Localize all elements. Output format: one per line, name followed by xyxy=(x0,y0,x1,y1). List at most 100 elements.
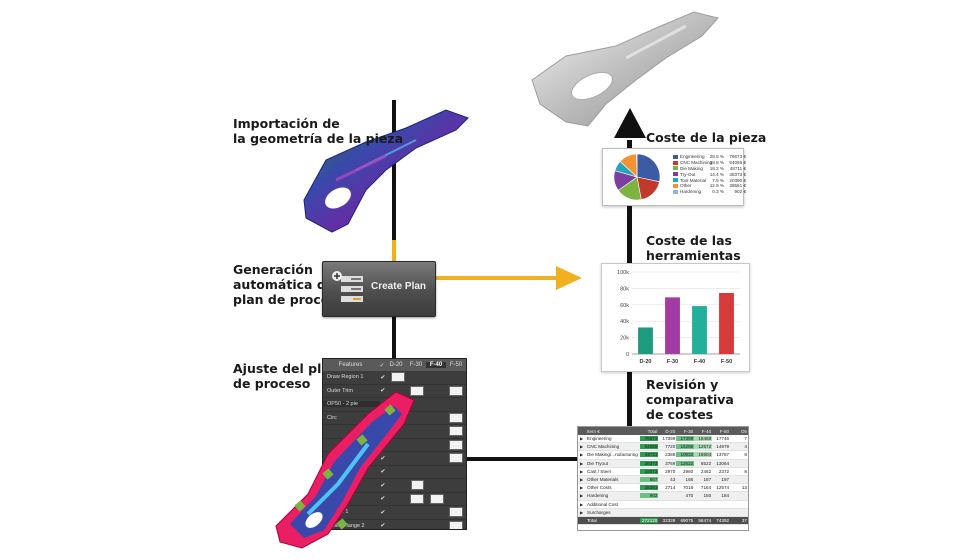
import-label-line1: Importación de xyxy=(233,116,340,131)
feature-check-icon[interactable]: ✔ xyxy=(380,455,386,462)
feature-op-cell[interactable] xyxy=(410,385,425,396)
feature-row[interactable]: ✔ xyxy=(323,466,466,479)
expand-triangle-icon[interactable]: ▶ xyxy=(580,444,584,450)
feature-op-cell[interactable] xyxy=(410,480,425,491)
feature-op-cell[interactable] xyxy=(427,467,446,477)
expand-triangle-icon[interactable]: ▶ xyxy=(580,493,584,499)
feature-check-icon[interactable]: ✔ xyxy=(380,509,386,516)
cost-row-label: ▶Die Tryout xyxy=(578,461,640,466)
expand-triangle-icon[interactable]: ▶ xyxy=(580,485,584,491)
cost-row-label: Total xyxy=(578,518,640,523)
features-col-f50[interactable]: F-50 xyxy=(449,362,463,368)
cost-table-header-cell[interactable]: D-20 xyxy=(665,428,676,434)
feature-check-icon[interactable]: ✔ xyxy=(380,496,386,503)
feature-row[interactable]: Draw Region 1✔ xyxy=(323,371,466,385)
expand-triangle-icon[interactable]: ▶ xyxy=(580,501,584,507)
generation-label-line1: Generación xyxy=(233,262,313,277)
feature-op-cell[interactable] xyxy=(447,372,466,382)
feature-op-cell[interactable] xyxy=(449,507,463,518)
cost-cell: 32339 xyxy=(662,517,676,523)
cost-table-header-cell[interactable]: F-50 xyxy=(719,428,730,434)
feature-op-cell[interactable] xyxy=(447,467,466,477)
feature-op-cell[interactable] xyxy=(427,413,446,423)
cost-cell: 18573 xyxy=(640,468,659,474)
feature-op-cell[interactable] xyxy=(427,453,446,463)
cost-table-header-cell[interactable]: Total xyxy=(647,428,658,434)
cost-cell: 2970 xyxy=(665,468,676,474)
cost-cell: 14979 xyxy=(716,444,730,450)
cost-comparison-table: Item € Total D-20 F-30 F-40 F-50 O5 ▶Engineeri… xyxy=(577,426,749,531)
features-header: Features ✓ D-20 F-30 F-40 F-50 xyxy=(323,359,466,371)
feature-check-icon[interactable]: ✔ xyxy=(380,388,386,395)
feature-op-cell[interactable] xyxy=(427,440,446,450)
legend-swatch xyxy=(673,189,678,194)
cost-table-header-cell[interactable]: O5 xyxy=(740,428,747,434)
feature-op-cell[interactable] xyxy=(447,494,466,504)
cost-cell: 12522 xyxy=(676,460,695,466)
expand-triangle-icon[interactable]: ▶ xyxy=(580,460,584,466)
features-header-title[interactable]: Features xyxy=(338,362,363,368)
features-col-f30[interactable]: F-30 xyxy=(409,362,423,368)
feature-op-cell[interactable] xyxy=(447,480,466,490)
cost-row-label: ▶Other Materials xyxy=(578,477,640,482)
cost-row-name: Die Tryout xyxy=(587,460,608,466)
feature-op-cell[interactable] xyxy=(427,426,446,436)
feature-check-icon[interactable]: ✔ xyxy=(380,523,386,530)
feature-op-cell[interactable] xyxy=(427,521,446,529)
expand-triangle-icon[interactable]: ▶ xyxy=(580,477,584,483)
feature-op-cell[interactable] xyxy=(430,493,444,504)
feature-op-cell[interactable] xyxy=(447,399,466,409)
feature-op-cell[interactable] xyxy=(427,399,446,409)
feature-row-label: OP50 - 2 pie xyxy=(323,401,381,408)
feature-op-cell[interactable] xyxy=(391,372,405,383)
review-label: Revisión y comparativa de costes xyxy=(646,377,734,422)
cost-cell: 7164 xyxy=(700,485,712,491)
legend-amount: 902 € xyxy=(734,189,747,195)
create-plan-button[interactable]: Create Plan xyxy=(322,261,436,317)
expand-triangle-icon[interactable]: ▶ xyxy=(580,452,584,458)
feature-op-cell[interactable] xyxy=(408,372,427,382)
feature-row[interactable]: ✔ xyxy=(323,452,466,466)
features-col-f40[interactable]: F-40 xyxy=(426,362,446,368)
cost-row-label: ▶Other Costs xyxy=(578,485,640,490)
feature-check-icon[interactable]: ✔ xyxy=(380,482,386,489)
cost-table-header-cell[interactable]: F-30 xyxy=(683,428,694,434)
bar-ytick-label: 20k xyxy=(620,336,629,342)
expand-triangle-icon[interactable]: ▶ xyxy=(580,436,584,442)
feature-op-cell[interactable] xyxy=(427,386,446,396)
feature-check-icon[interactable]: ✔ xyxy=(380,374,386,381)
features-col-d20[interactable]: D-20 xyxy=(389,362,403,368)
feature-op-cell[interactable] xyxy=(410,493,425,504)
cost-table-row[interactable]: ▶Additional Cost xyxy=(578,501,748,509)
feature-op-cell[interactable] xyxy=(427,372,446,382)
cost-table-header-cell[interactable]: Item € xyxy=(587,428,600,434)
adjust-label-line2: de proceso xyxy=(233,376,311,391)
feature-op-cell[interactable] xyxy=(427,480,446,490)
feature-op-cell[interactable] xyxy=(449,426,463,437)
generation-label-line2: automática del xyxy=(233,277,339,292)
feature-op-cell[interactable] xyxy=(449,439,463,450)
feature-op-cell[interactable] xyxy=(427,507,446,517)
feature-op-cell[interactable] xyxy=(449,385,464,396)
cost-row-name: Total xyxy=(587,517,597,523)
expand-triangle-icon[interactable]: ▶ xyxy=(580,509,584,515)
legend-name: CNC Machining xyxy=(680,160,713,166)
feature-check-icon[interactable]: ✔ xyxy=(380,469,386,476)
expand-triangle-icon[interactable]: ▶ xyxy=(580,468,584,474)
feature-op-cell[interactable] xyxy=(449,453,463,464)
cost-table-header-cell[interactable]: F-40 xyxy=(701,428,712,434)
feature-op-cell[interactable] xyxy=(449,412,463,423)
feature-op-cell[interactable] xyxy=(449,520,463,529)
cost-table-row[interactable]: ▶Surcharges xyxy=(578,508,748,517)
